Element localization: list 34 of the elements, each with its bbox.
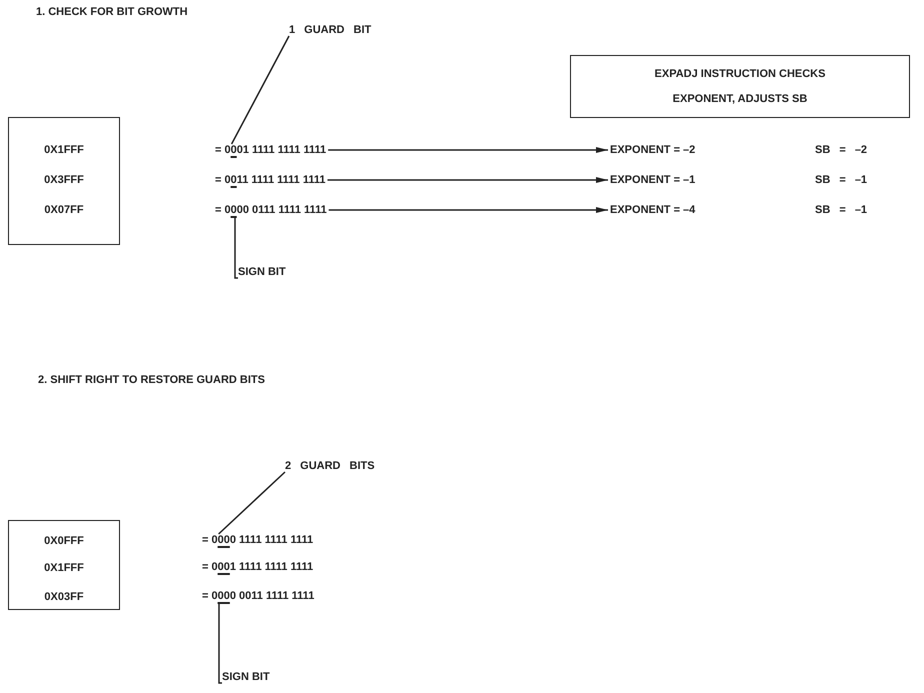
binary-value: = 0001 1111 1111 1111	[215, 144, 326, 156]
section-heading: 2. SHIFT RIGHT TO RESTORE GUARD BITS	[38, 374, 265, 386]
exponent-value: EXPONENT = –2	[610, 144, 696, 156]
arrow	[327, 177, 608, 183]
arrow	[328, 147, 608, 153]
hex-value: 0X03FF	[44, 591, 84, 603]
sb-value: SB = –2	[815, 144, 868, 156]
callout-text: SIGN BIT	[222, 671, 270, 683]
leader-line	[230, 36, 290, 144]
binary-value: = 0000 0011 1111 1111	[202, 590, 314, 602]
hex-value: 0X07FF	[44, 204, 84, 216]
section-heading: 1. CHECK FOR BIT GROWTH	[36, 6, 188, 18]
hex-value: 0X1FFF	[44, 144, 84, 156]
binary-value: = 0000 1111 1111 1111	[202, 534, 314, 546]
leader-line	[218, 471, 286, 535]
note-box: EXPADJ INSTRUCTION CHECKS EXPONENT, ADJUSTS SB	[570, 55, 910, 118]
arrow	[328, 207, 608, 213]
value-box	[8, 117, 120, 245]
callout-text: 1 GUARD BIT	[289, 24, 372, 36]
callout-text: SIGN BIT	[238, 266, 286, 278]
sb-value: SB = –1	[815, 204, 868, 216]
exponent-value: EXPONENT = –1	[610, 174, 696, 186]
exponent-value: EXPONENT = –4	[610, 204, 696, 216]
binary-value: = 0000 0111 1111 1111	[215, 204, 327, 216]
binary-value: = 0011 1111 1111 1111	[215, 174, 326, 186]
leader-line	[218, 603, 222, 684]
callout-text: 2 GUARD BITS	[285, 460, 375, 472]
leader-line	[234, 217, 238, 279]
hex-value: 0X3FFF	[44, 174, 84, 186]
hex-value: 0X0FFF	[44, 535, 84, 547]
hex-value: 0X1FFF	[44, 562, 84, 574]
value-box	[8, 520, 120, 610]
sb-value: SB = –1	[815, 174, 868, 186]
binary-value: = 0001 1111 1111 1111	[202, 561, 314, 573]
